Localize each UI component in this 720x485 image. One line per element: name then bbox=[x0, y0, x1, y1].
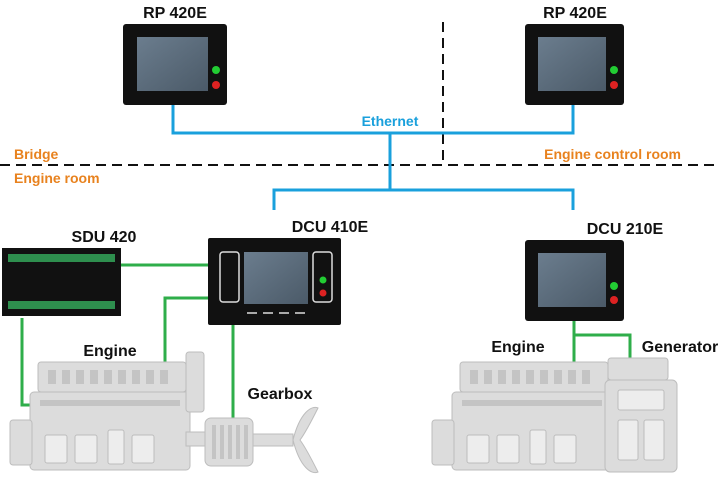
rp420e-left-label: RP 420E bbox=[143, 5, 207, 22]
rp420e-right-label: RP 420E bbox=[543, 5, 607, 22]
engine-right-label: Engine bbox=[491, 339, 544, 356]
dcu210e-unit bbox=[525, 240, 624, 321]
sdu420-unit bbox=[2, 248, 121, 316]
zone-engine-control-room-label: Engine control room bbox=[544, 146, 681, 162]
generator-label: Generator bbox=[642, 339, 718, 356]
zone-bridge-label: Bridge bbox=[14, 146, 59, 162]
engine-right-illustration bbox=[431, 361, 613, 471]
gearbox-label: Gearbox bbox=[248, 386, 313, 403]
dcu410e-unit bbox=[208, 238, 341, 325]
engine-left-illustration bbox=[9, 351, 205, 471]
gearbox-illustration bbox=[185, 406, 319, 474]
ethernet-network bbox=[171, 105, 575, 210]
ethernet-label: Ethernet bbox=[362, 113, 419, 129]
engine-left-label: Engine bbox=[83, 343, 136, 360]
dcu410e-label: DCU 410E bbox=[292, 219, 369, 236]
zone-engine-room-label: Engine room bbox=[14, 170, 100, 186]
dcu210e-label: DCU 210E bbox=[587, 221, 664, 238]
rp420e-right-panel bbox=[525, 24, 624, 105]
generator-illustration bbox=[604, 357, 678, 473]
sdu420-label: SDU 420 bbox=[72, 229, 137, 246]
rp420e-left-panel bbox=[123, 24, 227, 105]
